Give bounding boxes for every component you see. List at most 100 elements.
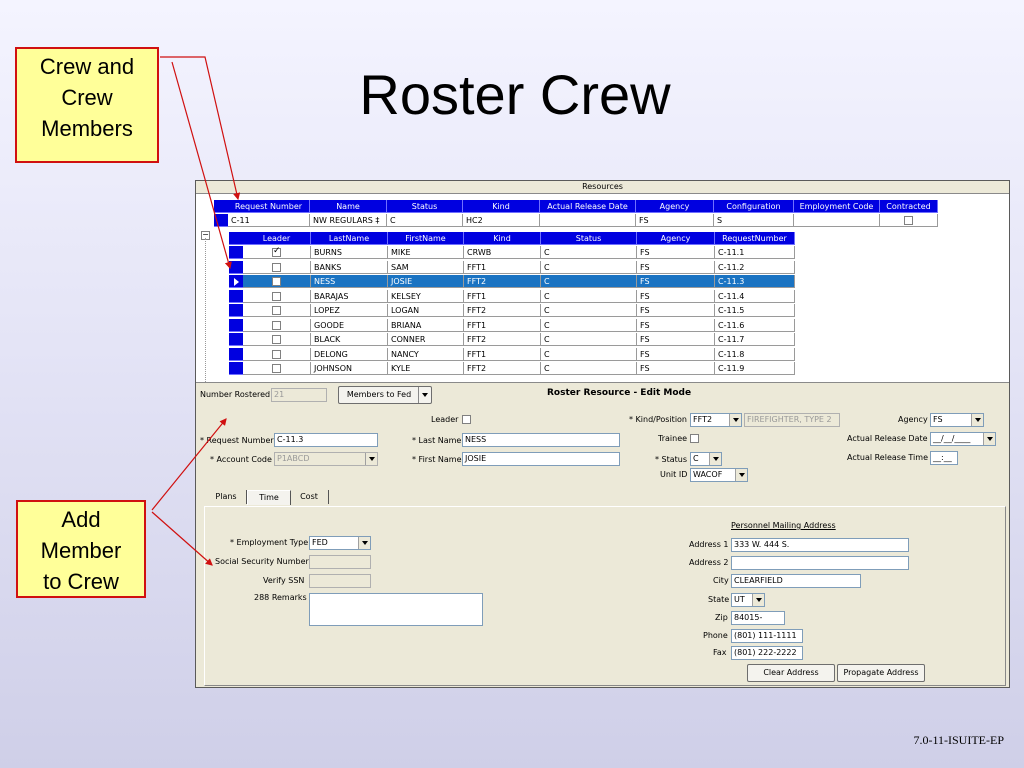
cell-last: DELONG [311, 347, 388, 361]
col-header[interactable]: Request Number [228, 200, 310, 213]
cell-status: C [541, 318, 637, 332]
kind-select[interactable]: FFT2 [690, 413, 742, 427]
state-select[interactable]: UT [731, 593, 765, 607]
leader-checkbox[interactable] [272, 364, 281, 373]
account-code-select: P1ABCD [274, 452, 378, 466]
col-header[interactable]: Status [541, 232, 637, 245]
zip-field[interactable]: 84015- [731, 611, 785, 625]
leader-checkbox[interactable] [462, 415, 471, 424]
status-select[interactable]: C [690, 452, 722, 466]
row-header[interactable] [229, 289, 243, 303]
leader-cell[interactable] [243, 289, 311, 303]
leader-checkbox[interactable] [272, 335, 281, 344]
contracted-cell[interactable] [880, 214, 938, 227]
resources-grid[interactable]: − Request Number Name Status Kind Actual… [196, 194, 1009, 388]
leader-cell[interactable] [243, 333, 311, 346]
address2-field[interactable] [731, 556, 909, 570]
col-header[interactable]: FirstName [388, 232, 464, 245]
row-header[interactable] [229, 318, 243, 332]
last-name-field[interactable]: NESS [462, 433, 620, 447]
row-header[interactable] [229, 304, 243, 317]
leader-cell[interactable] [243, 347, 311, 361]
employment-type-select[interactable]: FED [309, 536, 371, 550]
col-header[interactable]: Kind [464, 232, 541, 245]
first-name-field[interactable]: JOSIE [462, 452, 620, 466]
cell-first: CONNER [388, 333, 464, 346]
leader-checkbox[interactable] [272, 306, 281, 315]
release-time-field[interactable]: __:__ [930, 451, 958, 465]
leader-checkbox[interactable] [272, 277, 281, 286]
leader-cell[interactable] [243, 304, 311, 317]
chevron-down-icon[interactable] [983, 433, 995, 445]
chevron-down-icon[interactable] [971, 414, 983, 426]
unit-id-select[interactable]: WACOF [690, 468, 748, 482]
cell-kind: FFT1 [464, 347, 541, 361]
col-header[interactable]: RequestNumber [715, 232, 795, 245]
state-label: State [708, 595, 730, 604]
col-header[interactable]: Agency [636, 200, 714, 213]
members-to-fed-button[interactable]: Members to Fed [338, 386, 432, 404]
chevron-down-icon[interactable] [752, 594, 764, 606]
col-header[interactable]: Configuration [714, 200, 794, 213]
trainee-checkbox[interactable] [690, 434, 699, 443]
tab-cost[interactable]: Cost [290, 490, 329, 504]
cell: C-11 [228, 214, 310, 227]
release-date-field[interactable]: __/__/____ [930, 432, 996, 446]
col-header[interactable]: Actual Release Date [540, 200, 636, 213]
col-header[interactable]: Agency [637, 232, 715, 245]
col-header[interactable]: Kind [463, 200, 540, 213]
col-header[interactable]: Name [310, 200, 387, 213]
propagate-address-button[interactable]: Propagate Address [837, 664, 925, 682]
leader-cell[interactable] [243, 275, 311, 288]
request-number-field[interactable]: C-11.3 [274, 433, 378, 447]
col-header[interactable]: Contracted [880, 200, 938, 213]
leader-checkbox[interactable] [272, 349, 281, 359]
cell-agency: FS [637, 362, 715, 375]
col-header[interactable]: Status [387, 200, 463, 213]
agency-select[interactable]: FS [930, 413, 984, 427]
contracted-checkbox[interactable] [904, 216, 913, 225]
col-header[interactable]: Leader [243, 232, 311, 245]
tab-time[interactable]: Time [247, 490, 291, 505]
leader-checkbox[interactable] [272, 262, 281, 272]
row-header[interactable] [229, 333, 243, 346]
clear-address-button[interactable]: Clear Address [747, 664, 835, 682]
leader-cell[interactable] [243, 318, 311, 332]
row-header[interactable] [229, 362, 243, 375]
address1-field[interactable]: 333 W. 444 S. [731, 538, 909, 552]
row-header[interactable] [229, 260, 243, 274]
leader-checkbox[interactable] [272, 291, 281, 301]
leader-checkbox[interactable] [272, 248, 281, 257]
row-header[interactable] [229, 246, 243, 259]
tab-plans[interactable]: Plans [206, 490, 247, 504]
leader-cell[interactable] [243, 260, 311, 274]
dropdown-arrow-icon[interactable] [418, 387, 431, 403]
col-header[interactable]: LastName [311, 232, 388, 245]
chevron-down-icon[interactable] [729, 414, 741, 426]
leader-checkbox[interactable] [272, 320, 281, 330]
chevron-down-icon[interactable] [735, 469, 747, 481]
remarks-textarea[interactable] [309, 593, 483, 626]
leader-cell[interactable] [243, 362, 311, 375]
city-field[interactable]: CLEARFIELD [731, 574, 861, 588]
row-header [214, 214, 228, 227]
leader-cell[interactable] [243, 246, 311, 259]
fax-field[interactable]: (801) 222-2222 [731, 646, 803, 660]
chevron-down-icon[interactable] [358, 537, 370, 549]
chevron-down-icon[interactable] [709, 453, 721, 465]
row-header[interactable] [229, 347, 243, 361]
phone-field[interactable]: (801) 111-1111 [731, 629, 803, 643]
row-selector-arrow-icon[interactable] [229, 275, 243, 288]
col-header[interactable]: Employment Code [794, 200, 880, 213]
parent-row[interactable]: C-11 NW REGULARS ‡ C HC2 FS S [214, 214, 938, 228]
cell [794, 214, 880, 227]
